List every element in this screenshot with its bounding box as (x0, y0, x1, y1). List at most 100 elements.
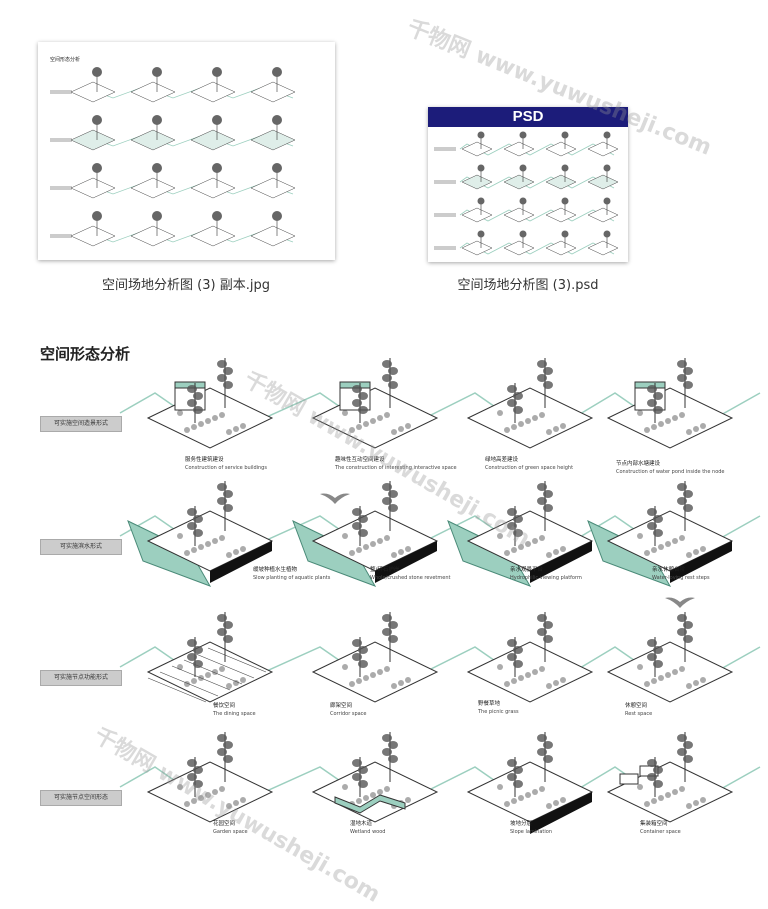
shrub-icon (405, 546, 411, 552)
tree-foliage-icon (358, 392, 368, 400)
mini-tree-icon (603, 164, 611, 172)
tree-foliage-icon (647, 653, 657, 661)
mini-panel (250, 129, 296, 151)
shrub-icon (546, 429, 552, 435)
caption-en: Whole/crushed stone revetment (370, 575, 451, 581)
psd-badge: PSD (428, 107, 628, 127)
tree-foliage-icon (193, 646, 203, 654)
caption-cn: 缓坡种植水生植物 (253, 567, 298, 573)
tree-foliage-icon (683, 490, 693, 498)
mini-panel (190, 81, 236, 103)
shrub-icon (637, 410, 643, 416)
tree-foliage-icon (223, 367, 233, 375)
tree-foliage-icon (647, 522, 657, 530)
tree-foliage-icon (352, 399, 362, 407)
shrub-icon (370, 672, 376, 678)
shrub-icon (226, 552, 232, 558)
mini-tree-icon (92, 163, 102, 173)
tree-foliage-icon (352, 653, 362, 661)
mini-panel (587, 207, 619, 223)
mini-tree-icon (212, 115, 222, 125)
tree-foliage-icon (653, 766, 663, 774)
shrub-icon (553, 549, 559, 555)
grid-line (195, 653, 255, 679)
tree-foliage-icon (352, 385, 362, 393)
tree-foliage-icon (647, 639, 657, 647)
mini-tree-icon (152, 115, 162, 125)
tree-foliage-icon (537, 483, 547, 491)
shrub-icon (497, 533, 503, 539)
shrub-icon (686, 552, 692, 558)
shrub-icon (553, 800, 559, 806)
mini-tree-icon (152, 163, 162, 173)
shrub-icon (532, 415, 538, 421)
caption-cn: 亲水观景平台 (510, 567, 544, 573)
tree-foliage-icon (352, 522, 362, 530)
mini-panel (461, 174, 493, 190)
slope-section (530, 541, 592, 583)
shrub-icon (686, 683, 692, 689)
shrub-icon (518, 544, 524, 550)
site-plane (311, 761, 439, 823)
mini-panel (545, 141, 577, 157)
shrub-icon (679, 786, 685, 792)
shrub-icon (700, 677, 706, 683)
tree-foliage-icon (382, 628, 392, 636)
psd-file-thumbnail[interactable]: PSD (428, 107, 628, 262)
caption-cn: 整/碎石护岸 (370, 567, 400, 573)
jpg-file-thumbnail[interactable]: 空间形态分析 (38, 42, 335, 260)
tree-foliage-icon (217, 734, 227, 742)
mini-tree-icon (477, 197, 485, 205)
tree-foliage-icon (677, 628, 687, 636)
tree-foliage-icon (543, 741, 553, 749)
tree-foliage-icon (683, 635, 693, 643)
row-label: 可实施空间造景形式 (40, 416, 122, 432)
shrub-icon (212, 538, 218, 544)
psd-file-name[interactable]: 空间场地分析图 (3).psd (457, 278, 599, 293)
shrub-icon (342, 784, 348, 790)
tree-foliage-icon (223, 621, 233, 629)
caption-en: Construction of green space height (485, 465, 574, 471)
mini-tree-icon (477, 164, 485, 172)
mini-tree-icon (152, 211, 162, 221)
mini-panel (70, 177, 116, 199)
site-plane (466, 761, 594, 823)
shrub-icon (504, 427, 510, 433)
shrub-icon (539, 786, 545, 792)
mini-panel (190, 225, 236, 247)
caption-cn: 集装箱空间 (640, 821, 668, 827)
mini-tree-icon (92, 211, 102, 221)
mini-panel (250, 177, 296, 199)
tree-foliage-icon (388, 635, 398, 643)
shrub-icon (532, 789, 538, 795)
bird-icon (665, 597, 695, 608)
tree-foliage-icon (382, 483, 392, 491)
caption-en: Hydrophilic viewing platform (510, 575, 582, 581)
bird-icon (320, 493, 350, 504)
shrub-icon (686, 803, 692, 809)
tree-foliage-icon (653, 515, 663, 523)
shrub-icon (191, 547, 197, 553)
mini-panel (461, 141, 493, 157)
mini-tree-icon (603, 197, 611, 205)
shrub-icon (398, 680, 404, 686)
shrub-icon (233, 549, 239, 555)
shrub-icon (219, 786, 225, 792)
shrub-icon (679, 666, 685, 672)
row-label: 可实施节点空间形态 (40, 790, 122, 806)
shrub-icon (240, 797, 246, 803)
tree-foliage-icon (352, 508, 362, 516)
shrub-icon (658, 675, 664, 681)
shrub-icon (693, 426, 699, 432)
shrub-icon (672, 415, 678, 421)
jpg-file-name[interactable]: 空间场地分析图 (3) 副本.jpg (102, 278, 270, 293)
caption-cn: 餐饮空间 (213, 703, 236, 709)
tree-foliage-icon (647, 399, 657, 407)
slope-section (670, 541, 732, 583)
shrub-icon (672, 669, 678, 675)
